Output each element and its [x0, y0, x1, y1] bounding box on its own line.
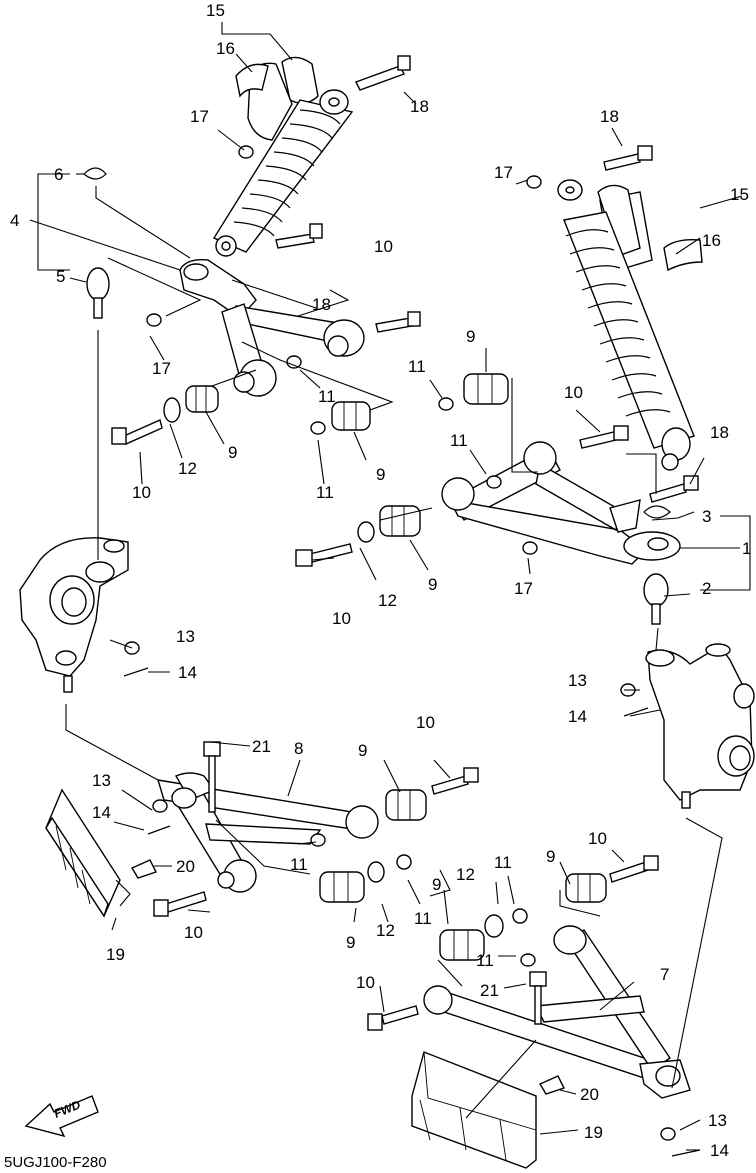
callout-9-upper-right-b: 9 — [428, 575, 437, 594]
sleeve-16-right — [663, 238, 703, 272]
callout-11-lower-right-a: 11 — [494, 853, 512, 872]
callout-3: 3 — [702, 507, 711, 526]
callout-9-upper-left-b: 9 — [376, 465, 385, 484]
callout-14-lower-left: 14 — [92, 803, 111, 822]
callout-14-right-knuckle: 14 — [568, 707, 587, 726]
callout-7: 7 — [660, 965, 669, 984]
callout-11-upper-right-a: 11 — [408, 357, 426, 376]
callout-12-upper-left: 12 — [178, 459, 197, 478]
left-knuckle — [19, 537, 129, 693]
right-lower-arm — [423, 925, 691, 1099]
callout-12-lower-right: 12 — [456, 865, 475, 884]
callout-13-right-knuckle: 13 — [568, 671, 587, 690]
callout-19-left: 19 — [106, 945, 125, 964]
bracket-20-set — [130, 859, 565, 1095]
callout-8: 8 — [294, 739, 303, 758]
callout-11-upper-left-b: 11 — [316, 483, 334, 502]
callout-13-lower-left: 13 — [92, 771, 111, 790]
bolt-set — [111, 55, 699, 1031]
callout-18-top-right: 18 — [600, 107, 619, 126]
left-shock-absorber — [212, 56, 354, 257]
callout-16-left: 16 — [216, 39, 235, 58]
callout-18-right: 18 — [710, 423, 729, 442]
leader-lines — [29, 22, 751, 1151]
callout-labels: 15 16 18 17 6 4 5 18 10 17 11 9 12 10 11… — [10, 1, 751, 1160]
callout-11-lower-right-b: 11 — [476, 951, 494, 970]
callout-17-top-left: 17 — [190, 107, 209, 126]
ball-joint-set — [83, 167, 671, 625]
callout-20-left: 20 — [176, 857, 195, 876]
forward-direction-arrow: FWD — [24, 1095, 99, 1138]
right-shock-absorber — [557, 179, 695, 471]
right-upper-arm — [441, 441, 681, 565]
callout-11-lower-left-b: 11 — [414, 909, 432, 928]
cotter-pin-set — [123, 667, 701, 1157]
callout-10-lower-left-a: 10 — [416, 713, 435, 732]
callout-10-upper-right-a: 10 — [564, 383, 583, 402]
callout-9-upper-right-a: 9 — [466, 327, 475, 346]
callout-1: 1 — [742, 539, 751, 558]
callout-21-left: 21 — [252, 737, 271, 756]
callout-9-lower-right-a: 9 — [546, 847, 555, 866]
sleeve-16-left — [235, 63, 269, 98]
callout-9-lower-right-b: 9 — [432, 875, 441, 894]
right-knuckle — [645, 643, 755, 809]
callout-10-upper-left-front: 10 — [374, 237, 393, 256]
callout-10-upper-left-rear: 10 — [132, 483, 151, 502]
callout-13-lower-right: 13 — [708, 1111, 727, 1130]
callout-16-right: 16 — [702, 231, 721, 250]
callout-12-upper-right: 12 — [378, 591, 397, 610]
callout-11-upper-left-a: 11 — [318, 387, 336, 406]
callout-10-lower-left-b: 10 — [184, 923, 203, 942]
callout-21-right: 21 — [480, 981, 499, 1000]
skid-plate-right — [411, 1051, 537, 1169]
skid-plate-left — [45, 788, 121, 918]
callout-2: 2 — [702, 579, 711, 598]
callout-19-right: 19 — [584, 1123, 603, 1142]
callout-17-mid-right: 17 — [514, 579, 533, 598]
callout-18-mid-left: 18 — [312, 295, 331, 314]
callout-11-upper-right-b: 11 — [450, 431, 468, 450]
callout-11-lower-left-a: 11 — [290, 855, 308, 874]
callout-15-right: 15 — [730, 185, 749, 204]
callout-13-left-knuckle: 13 — [176, 627, 195, 646]
callout-4: 4 — [10, 211, 19, 230]
callout-9-upper-left-a: 9 — [228, 443, 237, 462]
diagram-code: 5UGJ100-F280 — [4, 1154, 107, 1171]
callout-5: 5 — [56, 267, 65, 286]
left-lower-arm — [157, 772, 379, 893]
bushing-set — [163, 373, 607, 961]
callout-18-top-left: 18 — [410, 97, 429, 116]
callout-20-right: 20 — [580, 1085, 599, 1104]
callout-10-lower-right-a: 10 — [588, 829, 607, 848]
callout-9-lower-left-a: 9 — [358, 741, 367, 760]
callout-17-mid-left: 17 — [152, 359, 171, 378]
callout-12-lower-left: 12 — [376, 921, 395, 940]
callout-14-lower-right: 14 — [710, 1141, 729, 1160]
left-upper-arm — [179, 259, 365, 397]
callout-14-left-knuckle: 14 — [178, 663, 197, 682]
callout-9-lower-left-b: 9 — [346, 933, 355, 952]
callout-17-top-right: 17 — [494, 163, 513, 182]
callout-10-upper-right-b: 10 — [332, 609, 351, 628]
callout-15-left: 15 — [206, 1, 225, 20]
callout-10-lower-right-b: 10 — [356, 973, 375, 992]
callout-6: 6 — [54, 165, 63, 184]
